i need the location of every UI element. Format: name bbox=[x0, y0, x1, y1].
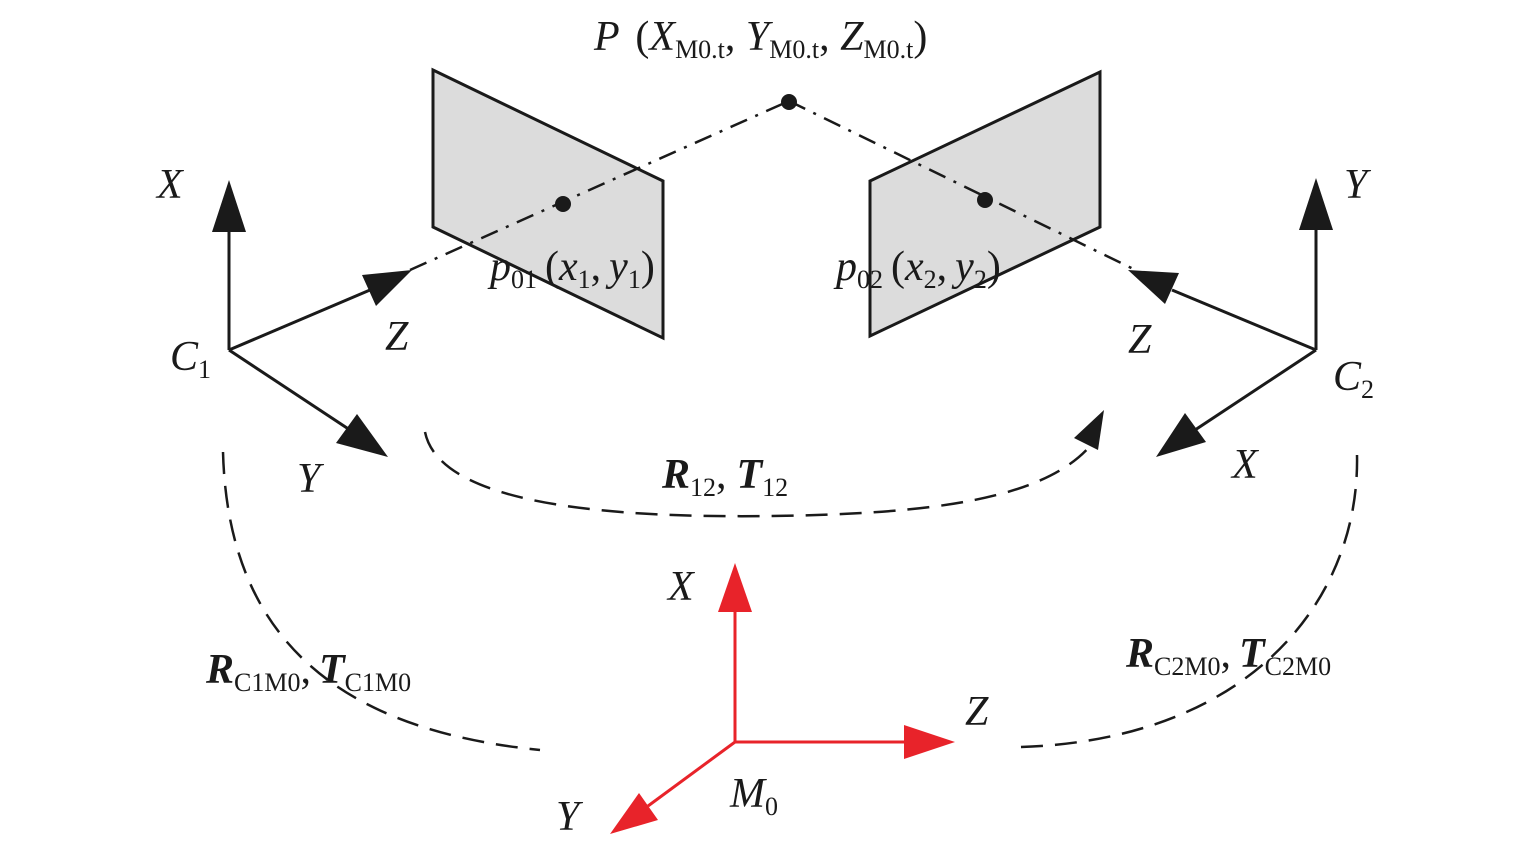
camera-1-axes bbox=[212, 180, 412, 457]
projection-ray-2 bbox=[788, 99, 1161, 284]
image-point-p01 bbox=[555, 196, 571, 212]
label-transform-c1: RC1M0,TC1M0 bbox=[205, 647, 411, 697]
world-point-P bbox=[781, 94, 797, 110]
label-world-point: P (XM0.t, YM0.t, ZM0.t) bbox=[593, 14, 927, 64]
transform-arc-12 bbox=[423, 431, 1096, 518]
camera-1-x-label: X bbox=[155, 162, 185, 208]
camera-1-z-label: Z bbox=[385, 314, 409, 360]
camera-2-y-label: Y bbox=[1344, 162, 1372, 208]
camera-1-label: C1 bbox=[170, 334, 211, 384]
marker-y-arrowhead bbox=[610, 793, 658, 834]
marker-x-arrowhead bbox=[718, 563, 752, 612]
camera-2-z-arrowhead bbox=[1128, 270, 1179, 304]
marker-frame-axes bbox=[610, 563, 955, 834]
marker-z-arrowhead bbox=[904, 725, 955, 759]
transform-arc-c1 bbox=[221, 451, 541, 752]
marker-y-label: Y bbox=[556, 794, 584, 840]
label-image-point-2: p02(x2,y2) bbox=[833, 244, 1001, 294]
marker-x-label: X bbox=[666, 564, 696, 610]
label-transform-c2: RC2M0,TC2M0 bbox=[1125, 631, 1331, 681]
transform-arc-c2 bbox=[1019, 454, 1359, 749]
camera-1-x-arrowhead bbox=[212, 180, 246, 232]
camera-2-x-label: X bbox=[1230, 442, 1260, 488]
camera-2-z-label: Z bbox=[1128, 317, 1152, 363]
camera-1-z-arrowhead bbox=[362, 270, 412, 306]
image-point-p02 bbox=[977, 192, 993, 208]
camera-2-label: C2 bbox=[1333, 354, 1374, 404]
projection-ray-1 bbox=[409, 99, 790, 272]
camera-2-x-arrowhead bbox=[1156, 413, 1206, 457]
label-transform-12: R12,T12 bbox=[661, 452, 788, 502]
camera-1-y-label: Y bbox=[297, 456, 325, 502]
image-plane-1 bbox=[431, 67, 665, 341]
transform-arc-12-arrowhead bbox=[1074, 410, 1104, 450]
label-image-point-1: p01(x1,y1) bbox=[487, 244, 655, 294]
camera-1-y-arrowhead bbox=[336, 414, 388, 457]
camera-2-axes bbox=[1128, 178, 1333, 457]
marker-frame-label: M0 bbox=[729, 771, 778, 821]
camera-2-y-arrowhead bbox=[1299, 178, 1333, 230]
marker-z-label: Z bbox=[965, 689, 989, 735]
